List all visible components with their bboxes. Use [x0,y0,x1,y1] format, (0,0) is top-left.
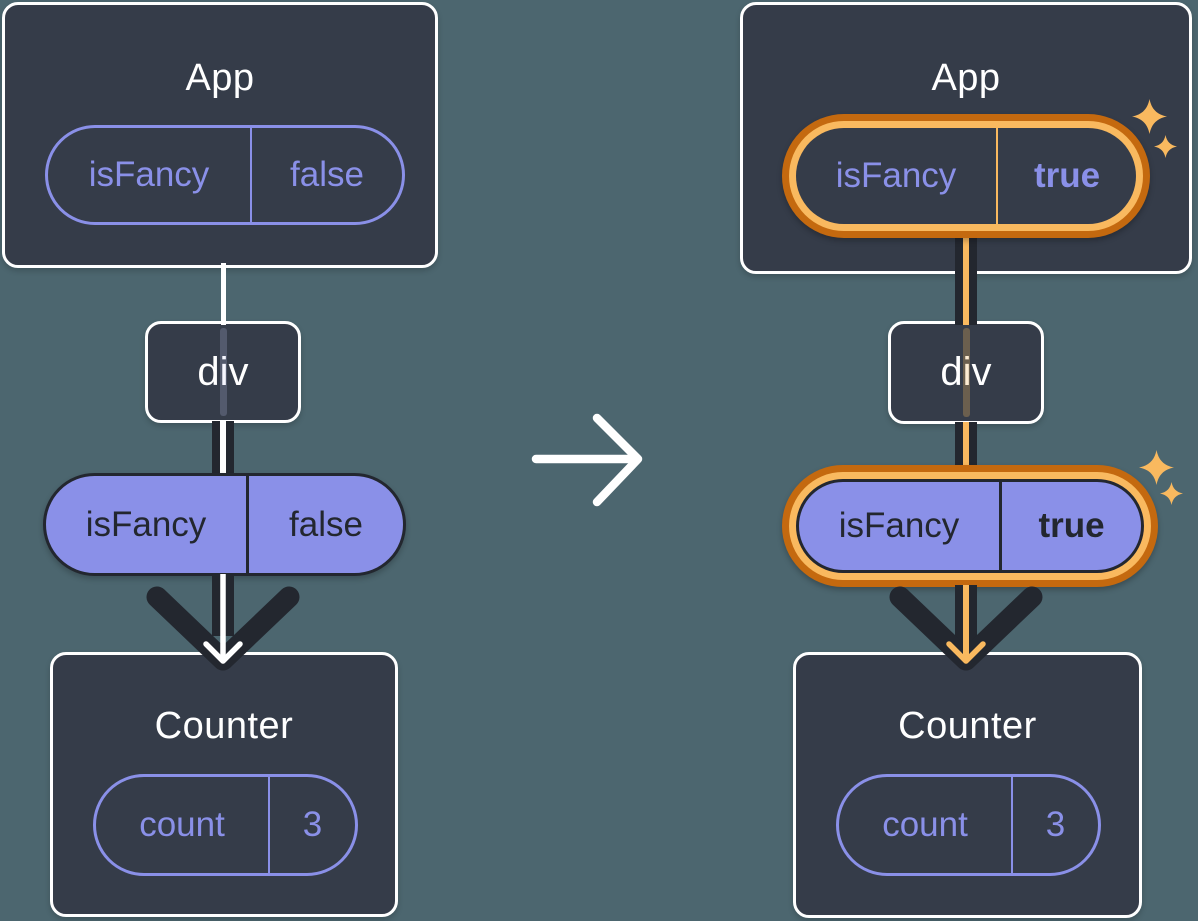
before-passed-prop-pill: isFancy false [43,473,406,576]
highlight-ring: isFancy true [789,472,1151,580]
state-value: 3 [302,805,323,844]
state-name: count [839,777,1013,873]
shaft-core-line [963,422,969,472]
shaft-core-line [220,421,226,477]
prop-name: isFancy [46,476,249,573]
before-counter-title: Counter [154,704,294,747]
connector-through-line [219,328,227,416]
arrow-right-icon [531,413,643,507]
sparkle-icon [1154,135,1177,158]
prop-value: true [1033,156,1101,195]
prop-name: isFancy [48,128,252,222]
after-app-prop-pill-highlight: isFancy true [782,114,1150,238]
before-div-pill-shaft [212,421,234,477]
prop-value: false [289,504,363,544]
shaft-core-line [963,232,969,325]
before-div-card: div [145,321,301,423]
before-counter-state-pill: count 3 [93,774,358,876]
highlight-ring: isFancy true [789,121,1143,231]
before-app-div-connector [220,263,226,325]
before-prop-flow-arrow-icon [146,574,300,671]
after-div-pill-shaft [955,422,977,472]
after-app-prop-pill: isFancy true [796,128,1136,224]
state-value: 3 [1045,805,1066,844]
sparkle-icon [1160,482,1183,505]
before-app-prop-pill: isFancy false [45,125,405,225]
before-counter-card: Counter count 3 [50,652,398,917]
prop-value: false [290,155,364,194]
after-passed-prop-pill: isFancy true [796,479,1144,573]
before-app-title: App [185,56,255,99]
after-div-card: div [888,321,1044,424]
after-counter-card: Counter count 3 [793,652,1142,918]
prop-name: isFancy [799,482,1002,570]
after-div-title: div [940,350,992,394]
prop-name: isFancy [796,128,998,224]
sparkle-icon [1132,99,1167,134]
connector-through-line [962,328,970,417]
prop-value: true [1038,506,1105,545]
after-counter-state-pill: count 3 [836,774,1101,876]
after-prop-flow-arrow-icon [889,585,1043,671]
after-app-title: App [931,56,1001,99]
before-app-card: App isFancy false [2,2,438,268]
state-name: count [96,777,270,873]
before-div-title: div [197,349,249,394]
sparkle-icon [1139,450,1174,485]
after-passed-prop-pill-highlight: isFancy true [782,465,1158,587]
after-app-div-shaft [955,232,977,325]
after-counter-title: Counter [898,704,1037,747]
